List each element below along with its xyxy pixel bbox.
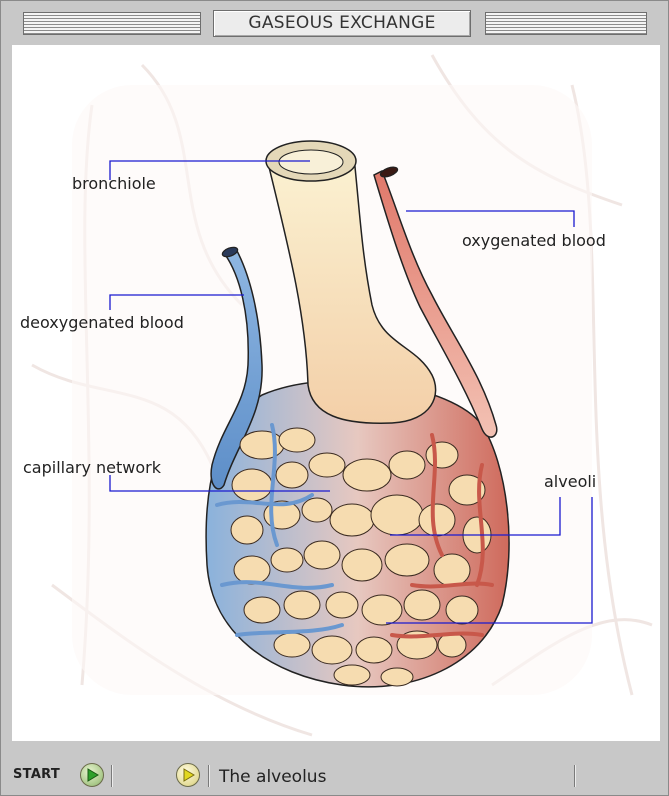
title-bar: GASEOUS EXCHANGE <box>9 9 660 39</box>
label-deoxygenated-blood: deoxygenated blood <box>20 313 184 332</box>
label-bronchiole: bronchiole <box>72 174 156 193</box>
label-alveoli: alveoli <box>544 472 596 491</box>
toolbar-separator <box>574 765 575 787</box>
toolbar-separator <box>111 765 112 787</box>
caption-text: The alveolus <box>219 767 326 787</box>
play-icon <box>87 768 99 782</box>
start-button[interactable] <box>80 763 104 787</box>
play-caption-button[interactable] <box>176 763 200 787</box>
bottom-toolbar: START The alveolus <box>5 753 666 793</box>
play-icon <box>183 768 195 782</box>
title-bar-grip-left <box>23 12 201 35</box>
toolbar-separator <box>208 765 209 787</box>
title-bar-grip-right <box>485 12 647 35</box>
alveolus-diagram <box>12 45 660 741</box>
diagram-canvas: bronchiole oxygenated blood deoxygenated… <box>12 45 660 741</box>
page-title: GASEOUS EXCHANGE <box>213 10 471 37</box>
start-label: START <box>13 767 60 782</box>
label-capillary-network: capillary network <box>23 458 161 477</box>
label-oxygenated-blood: oxygenated blood <box>462 231 606 250</box>
